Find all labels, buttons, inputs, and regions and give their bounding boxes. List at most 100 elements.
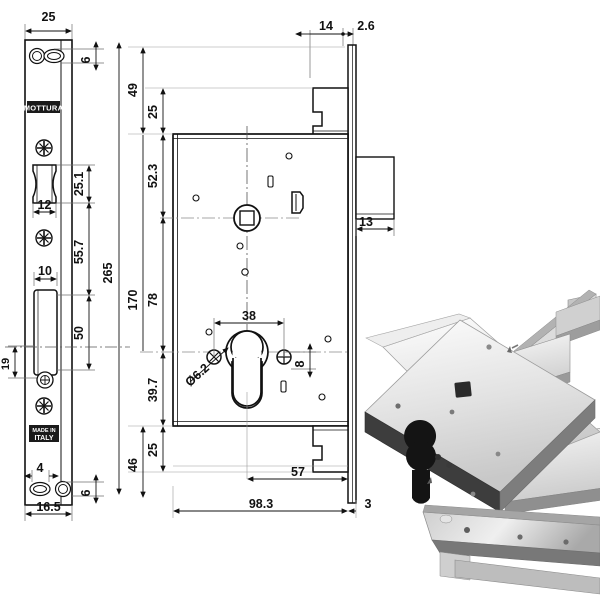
dim-label: 39.7 — [146, 378, 160, 402]
dim-faceplate-bottom-6: 6 — [63, 474, 104, 504]
dim-label: 12 — [38, 198, 52, 212]
faceplate-bolt-opening — [33, 289, 58, 376]
body-hole-small-1 — [192, 194, 200, 202]
body-slot-2 — [280, 380, 287, 393]
dim-label: 25 — [42, 10, 56, 24]
body-hole-small-7 — [318, 393, 326, 401]
dim-faceplate-slot-4: 4 — [24, 461, 59, 482]
dim-label: 25 — [146, 105, 160, 119]
dim-label: 50 — [72, 326, 86, 340]
dim-label: 265 — [101, 263, 115, 284]
dim-body-49: 49 — [126, 47, 146, 134]
dim-body-top-25: 25 — [146, 88, 166, 134]
dim-label: 13 — [359, 215, 373, 229]
body-hole-small-4 — [285, 152, 293, 160]
dim-label: 4 — [37, 461, 44, 475]
dim-body-170: 170 — [126, 135, 144, 351]
render-faceplate-screw-2 — [517, 534, 523, 540]
render-detail-hole-3 — [449, 409, 455, 415]
render-front-faceplate — [422, 504, 600, 567]
dim-body-52-3: 52.3 — [146, 134, 166, 218]
dim-body-46: 46 — [126, 426, 146, 498]
dim-label: 3 — [365, 497, 372, 511]
body-hole-small-5 — [205, 328, 213, 336]
dim-label: 78 — [146, 293, 160, 307]
view-3d-render — [364, 289, 600, 595]
dim-label: 46 — [126, 458, 140, 472]
dim-body-57: 57 — [173, 392, 348, 482]
dim-faceplate-latch-width-12: 12 — [32, 198, 57, 218]
faceplate-bottom-fixings — [29, 480, 72, 498]
dim-faceplate-bolt-50: 50 — [57, 294, 95, 371]
dim-faceplate-total-265: 265 — [101, 42, 122, 495]
body-upper-hook — [312, 87, 349, 139]
dim-body-13: 13 — [355, 215, 395, 236]
dim-faceplate-19: 19 — [0, 345, 40, 379]
dim-label: 6 — [79, 489, 93, 496]
body-hole-small-6 — [324, 335, 332, 343]
dim-label: 14 — [319, 19, 333, 33]
render-detail-mark-3 — [511, 344, 519, 349]
dim-label: 19 — [0, 358, 12, 370]
dim-faceplate-width-25: 25 — [24, 10, 73, 40]
body-latch-tongue — [291, 191, 304, 214]
dim-label: 6 — [79, 56, 93, 63]
dim-label: 8 — [293, 360, 307, 367]
faceplate-screw-lower — [35, 397, 53, 415]
dim-body-bottom-25: 25 — [146, 426, 166, 472]
dim-label: 57 — [291, 465, 305, 479]
dim-label: 52.3 — [146, 164, 160, 188]
render-body-slab — [364, 319, 596, 513]
dim-body-38: 38 — [213, 309, 285, 357]
render-faceplate-screw-3 — [563, 539, 569, 545]
dim-body-98-3: 98.3 — [172, 486, 348, 518]
dim-label: 170 — [126, 290, 140, 311]
render-detail-mark-1 — [507, 346, 512, 353]
dim-faceplate-bolt-width-10: 10 — [33, 264, 58, 286]
dim-label: 2.6 — [357, 19, 374, 33]
render-detail-mark-2 — [427, 477, 432, 484]
dim-body-14: 14 — [295, 19, 345, 78]
dim-label: 25 — [146, 443, 160, 457]
dim-faceplate-base-16-5: 16.5 — [24, 500, 73, 521]
render-detail-hole-4 — [486, 344, 492, 350]
render-faceplate-screw-1 — [464, 527, 470, 533]
dim-body-78: 78 — [146, 217, 166, 352]
render-detail-hole-7 — [470, 491, 476, 497]
dim-body-39-7: 39.7 — [146, 352, 166, 426]
dim-label: 38 — [242, 309, 256, 323]
dim-label: 25.1 — [72, 172, 86, 196]
view-body-plan: 14 2.6 — [126, 19, 395, 518]
render-lower-arm — [439, 551, 600, 595]
render-detail-hole-5 — [446, 462, 452, 468]
dim-body-3: 3 — [348, 497, 372, 518]
faceplate-screw-upper — [35, 139, 53, 157]
render-detail-hole-6 — [495, 451, 501, 457]
origin-badge: MADE IN ITALY — [29, 425, 59, 442]
render-detail-hole-2 — [435, 454, 441, 460]
body-hole-small-3 — [241, 268, 249, 276]
faceplate-lower-hole — [36, 371, 54, 389]
faceplate-screw-middle — [35, 229, 53, 247]
origin-label-line1: MADE IN — [32, 428, 55, 434]
dim-faceplate-55-7: 55.7 — [72, 202, 92, 296]
dim-body-8: 8 — [284, 343, 316, 378]
faceplate-top-fixings — [28, 47, 65, 65]
body-hole-small-2 — [236, 242, 244, 250]
dim-faceplate-top-6: 6 — [54, 41, 104, 71]
brand-badge: MOTTURA — [24, 101, 63, 113]
render-cylinder-keyway — [404, 420, 437, 504]
dim-label: 55.7 — [72, 240, 86, 264]
render-faceplate-slot — [439, 514, 453, 524]
body-faceplate-strip — [347, 44, 357, 504]
dim-label: 10 — [38, 264, 52, 278]
body-lower-hook — [312, 425, 349, 473]
body-deadbolt-block — [355, 156, 395, 220]
render-spindle-hole — [454, 381, 472, 398]
body-slot-1 — [267, 175, 274, 188]
origin-label-line2: ITALY — [34, 435, 53, 442]
dim-label: 16.5 — [36, 500, 60, 514]
dim-label: 98.3 — [249, 497, 273, 511]
